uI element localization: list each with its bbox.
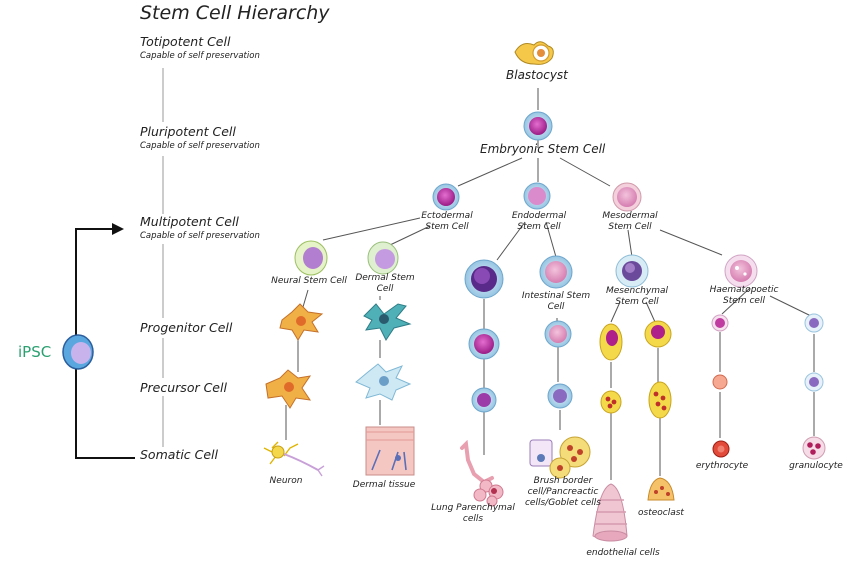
dermal-stem-cell-icon: [367, 241, 399, 275]
neuron-label: Neuron: [269, 476, 303, 486]
mesenchymal-precursor-b-icon: [648, 381, 672, 419]
level-totipotent-desc: Capable of self preservation: [140, 51, 260, 61]
lung-label-l2: cells: [462, 514, 484, 524]
level-progenitor: Progenitor Cell: [140, 320, 233, 335]
lung-label: Lung Parenchymal cells: [428, 503, 518, 525]
haematopoetic-stem-label-l1: Haematopoetic: [709, 285, 779, 295]
dermal-precursor-icon: [355, 363, 412, 401]
level-pluripotent: Pluripotent Cell: [140, 124, 236, 139]
neural-progenitor-icon: [279, 303, 324, 341]
osteoclast-label: osteoclast: [638, 508, 684, 518]
endoderm-precursor-icon: [471, 387, 497, 413]
ipsc-label: iPSC: [18, 343, 52, 361]
dermal-stem-label-l2: Cell: [376, 284, 394, 294]
level-multipotent: Multipotent Cell: [140, 214, 239, 229]
ectodermal-cell-icon: [432, 183, 460, 211]
level-precursor: Precursor Cell: [140, 380, 227, 395]
osteoclast-icon: [647, 477, 675, 501]
erythrocyte-label: erythrocyte: [695, 461, 749, 471]
haematopoetic-stem-label-l2: Stem cell: [723, 296, 765, 306]
dermal-tissue-label: Dermal tissue: [352, 480, 416, 490]
intestinal-precursor-icon: [547, 383, 573, 409]
lung-parenchymal-icon: [460, 439, 504, 507]
mesodermal-cell-icon: [612, 182, 642, 212]
connectors: [285, 88, 815, 480]
endodermal-label-l2: Stem Cell: [517, 222, 561, 232]
brush-border-label: Brush border cell/Pancreactic cells/Gobl…: [520, 476, 606, 509]
diagram-title: Stem Cell Hierarchy: [140, 2, 330, 24]
dermal-progenitor-icon: [363, 303, 412, 341]
haematopoetic-stem-label: Haematopoetic Stem cell: [704, 285, 784, 307]
mesodermal-label: Mesodermal Stem Cell: [598, 211, 662, 233]
endoderm-progenitor-cell-icon: [464, 259, 504, 299]
level-multipotent-desc: Capable of self preservation: [140, 231, 260, 241]
mesenchymal-progenitor-b-icon: [644, 320, 672, 348]
haem-precursor-a-icon: [712, 374, 728, 390]
mesenchymal-precursor-a-icon: [600, 390, 622, 414]
arrow-head-icon: [112, 223, 124, 235]
level-pluripotent-desc: Capable of self preservation: [140, 141, 260, 151]
lung-label-l1: Lung Parenchymal: [431, 503, 515, 513]
brush-border-cells-icon: [529, 436, 591, 479]
haem-progenitor-a-icon: [711, 314, 729, 332]
dermal-stem-label-l1: Dermal Stem: [355, 273, 415, 283]
endodermal-label-l1: Endodermal: [511, 211, 567, 221]
haem-precursor-b-icon: [804, 372, 824, 392]
brush-border-label-l3: cells/Goblet cells: [524, 498, 601, 508]
mesenchymal-stem-cell-icon: [615, 254, 649, 288]
neural-stem-cell-icon: [294, 240, 328, 276]
haematopoetic-stem-cell-icon: [724, 254, 758, 288]
intestinal-stem-label: Intestinal Stem Cell: [518, 291, 594, 313]
endodermal-label: Endodermal Stem Cell: [509, 211, 569, 233]
ectodermal-label: Ectodermal Stem Cell: [417, 211, 477, 233]
granulocyte-icon: [802, 436, 826, 460]
blastocyst-icon: [514, 41, 554, 65]
endoderm-progenitor-2-icon: [468, 328, 500, 360]
level-somatic: Somatic Cell: [140, 447, 219, 462]
granulocyte-label: granulocyte: [789, 461, 843, 471]
embryonic-label: Embryonic Stem Cell: [480, 142, 606, 156]
ectodermal-label-l2: Stem Cell: [425, 222, 469, 232]
brush-border-label-l2: cell/Pancreactic: [527, 487, 599, 497]
endodermal-cell-icon: [523, 182, 551, 210]
level-totipotent: Totipotent Cell: [140, 34, 231, 49]
neuron-icon: [263, 441, 325, 477]
blastocyst-label: Blastocyst: [506, 68, 568, 82]
endothelial-cells-icon: [592, 483, 628, 542]
embryonic-cell-icon: [523, 111, 553, 141]
ectodermal-label-l1: Ectodermal: [421, 211, 473, 221]
endothelial-label: endothelial cells: [586, 548, 660, 558]
erythrocyte-icon: [712, 440, 730, 458]
mesenchymal-stem-label: Mesenchymal Stem Cell: [602, 286, 672, 308]
mesenchymal-progenitor-a-icon: [599, 323, 623, 361]
intestinal-stem-cell-icon: [539, 255, 573, 289]
intestinal-stem-label-l1: Intestinal Stem: [521, 291, 591, 301]
brush-border-label-l1: Brush border: [533, 476, 593, 486]
dermal-stem-label: Dermal Stem Cell: [352, 273, 418, 295]
ipsc-cell-icon: [62, 334, 94, 370]
intestinal-stem-label-l2: Cell: [547, 302, 565, 312]
mesenchymal-stem-label-l1: Mesenchymal: [606, 286, 668, 296]
intestinal-progenitor-icon: [544, 320, 572, 348]
neural-stem-label: Neural Stem Cell: [271, 276, 347, 286]
neural-precursor-icon: [265, 369, 312, 409]
mesodermal-label-l2: Stem Cell: [608, 222, 652, 232]
mesodermal-label-l1: Mesodermal: [602, 211, 658, 221]
haem-progenitor-b-icon: [804, 313, 824, 333]
dermal-tissue-icon: [365, 426, 415, 476]
mesenchymal-stem-label-l2: Stem Cell: [615, 297, 659, 307]
